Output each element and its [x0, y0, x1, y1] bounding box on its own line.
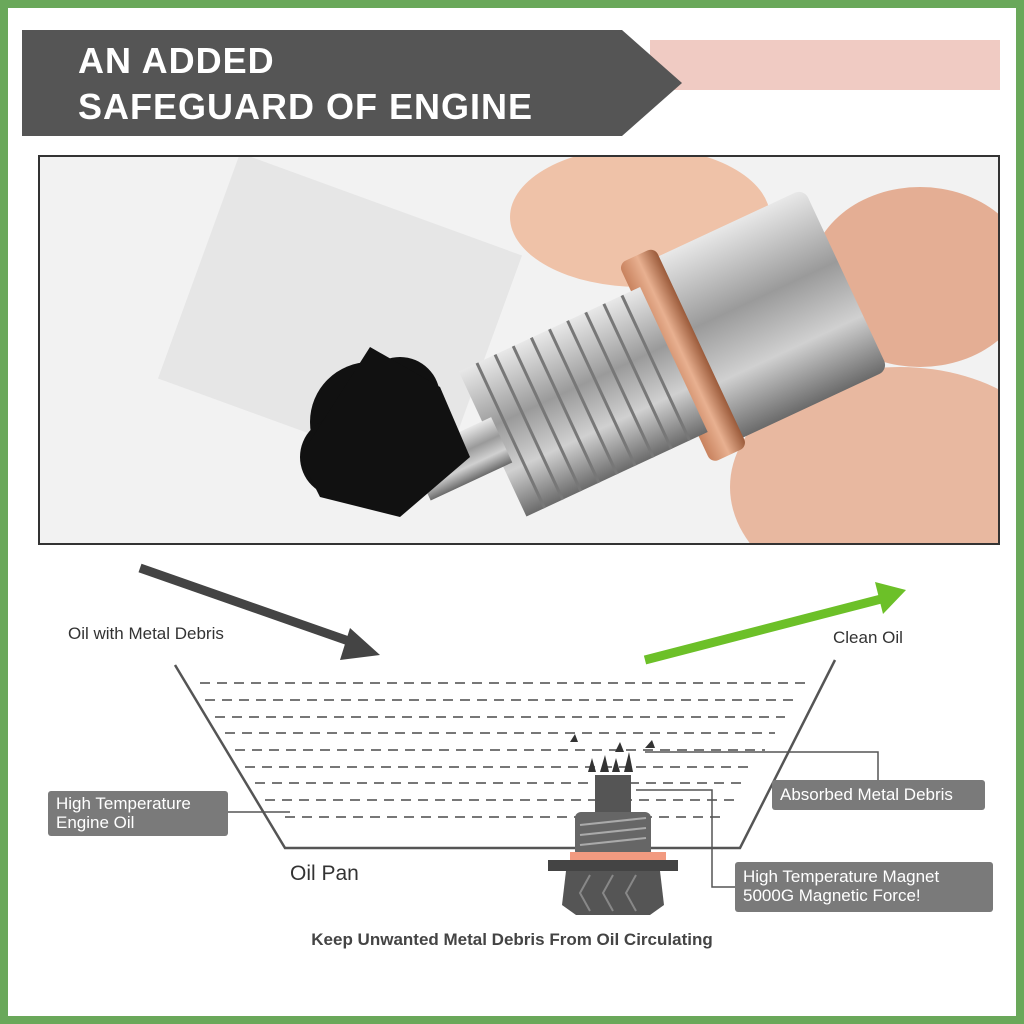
product-photo — [38, 155, 1000, 545]
magnet-label: High Temperature Magnet 5000G Magnetic F… — [735, 862, 993, 912]
page-title: AN ADDED SAFEGUARD OF ENGINE — [78, 38, 533, 130]
absorbed-debris-label: Absorbed Metal Debris — [772, 780, 985, 810]
title-banner — [22, 30, 682, 136]
oil-out-label: Clean Oil — [833, 628, 903, 647]
magnet-label-line-1: High Temperature Magnet — [743, 867, 940, 886]
oil-pan-label: Oil Pan — [290, 862, 359, 885]
title-line-1: AN ADDED — [78, 40, 275, 81]
engine-oil-label: High Temperature Engine Oil — [48, 791, 228, 836]
magnet-label-line-2: 5000G Magnetic Force! — [743, 886, 921, 905]
magnetic-drain-plug-photo — [40, 157, 998, 543]
metal-debris — [300, 347, 470, 517]
title-line-2: SAFEGUARD OF ENGINE — [78, 86, 534, 127]
caption: Keep Unwanted Metal Debris From Oil Circ… — [311, 930, 713, 949]
oil-in-label: Oil with Metal Debris — [68, 624, 224, 643]
accent-band — [650, 40, 1000, 90]
